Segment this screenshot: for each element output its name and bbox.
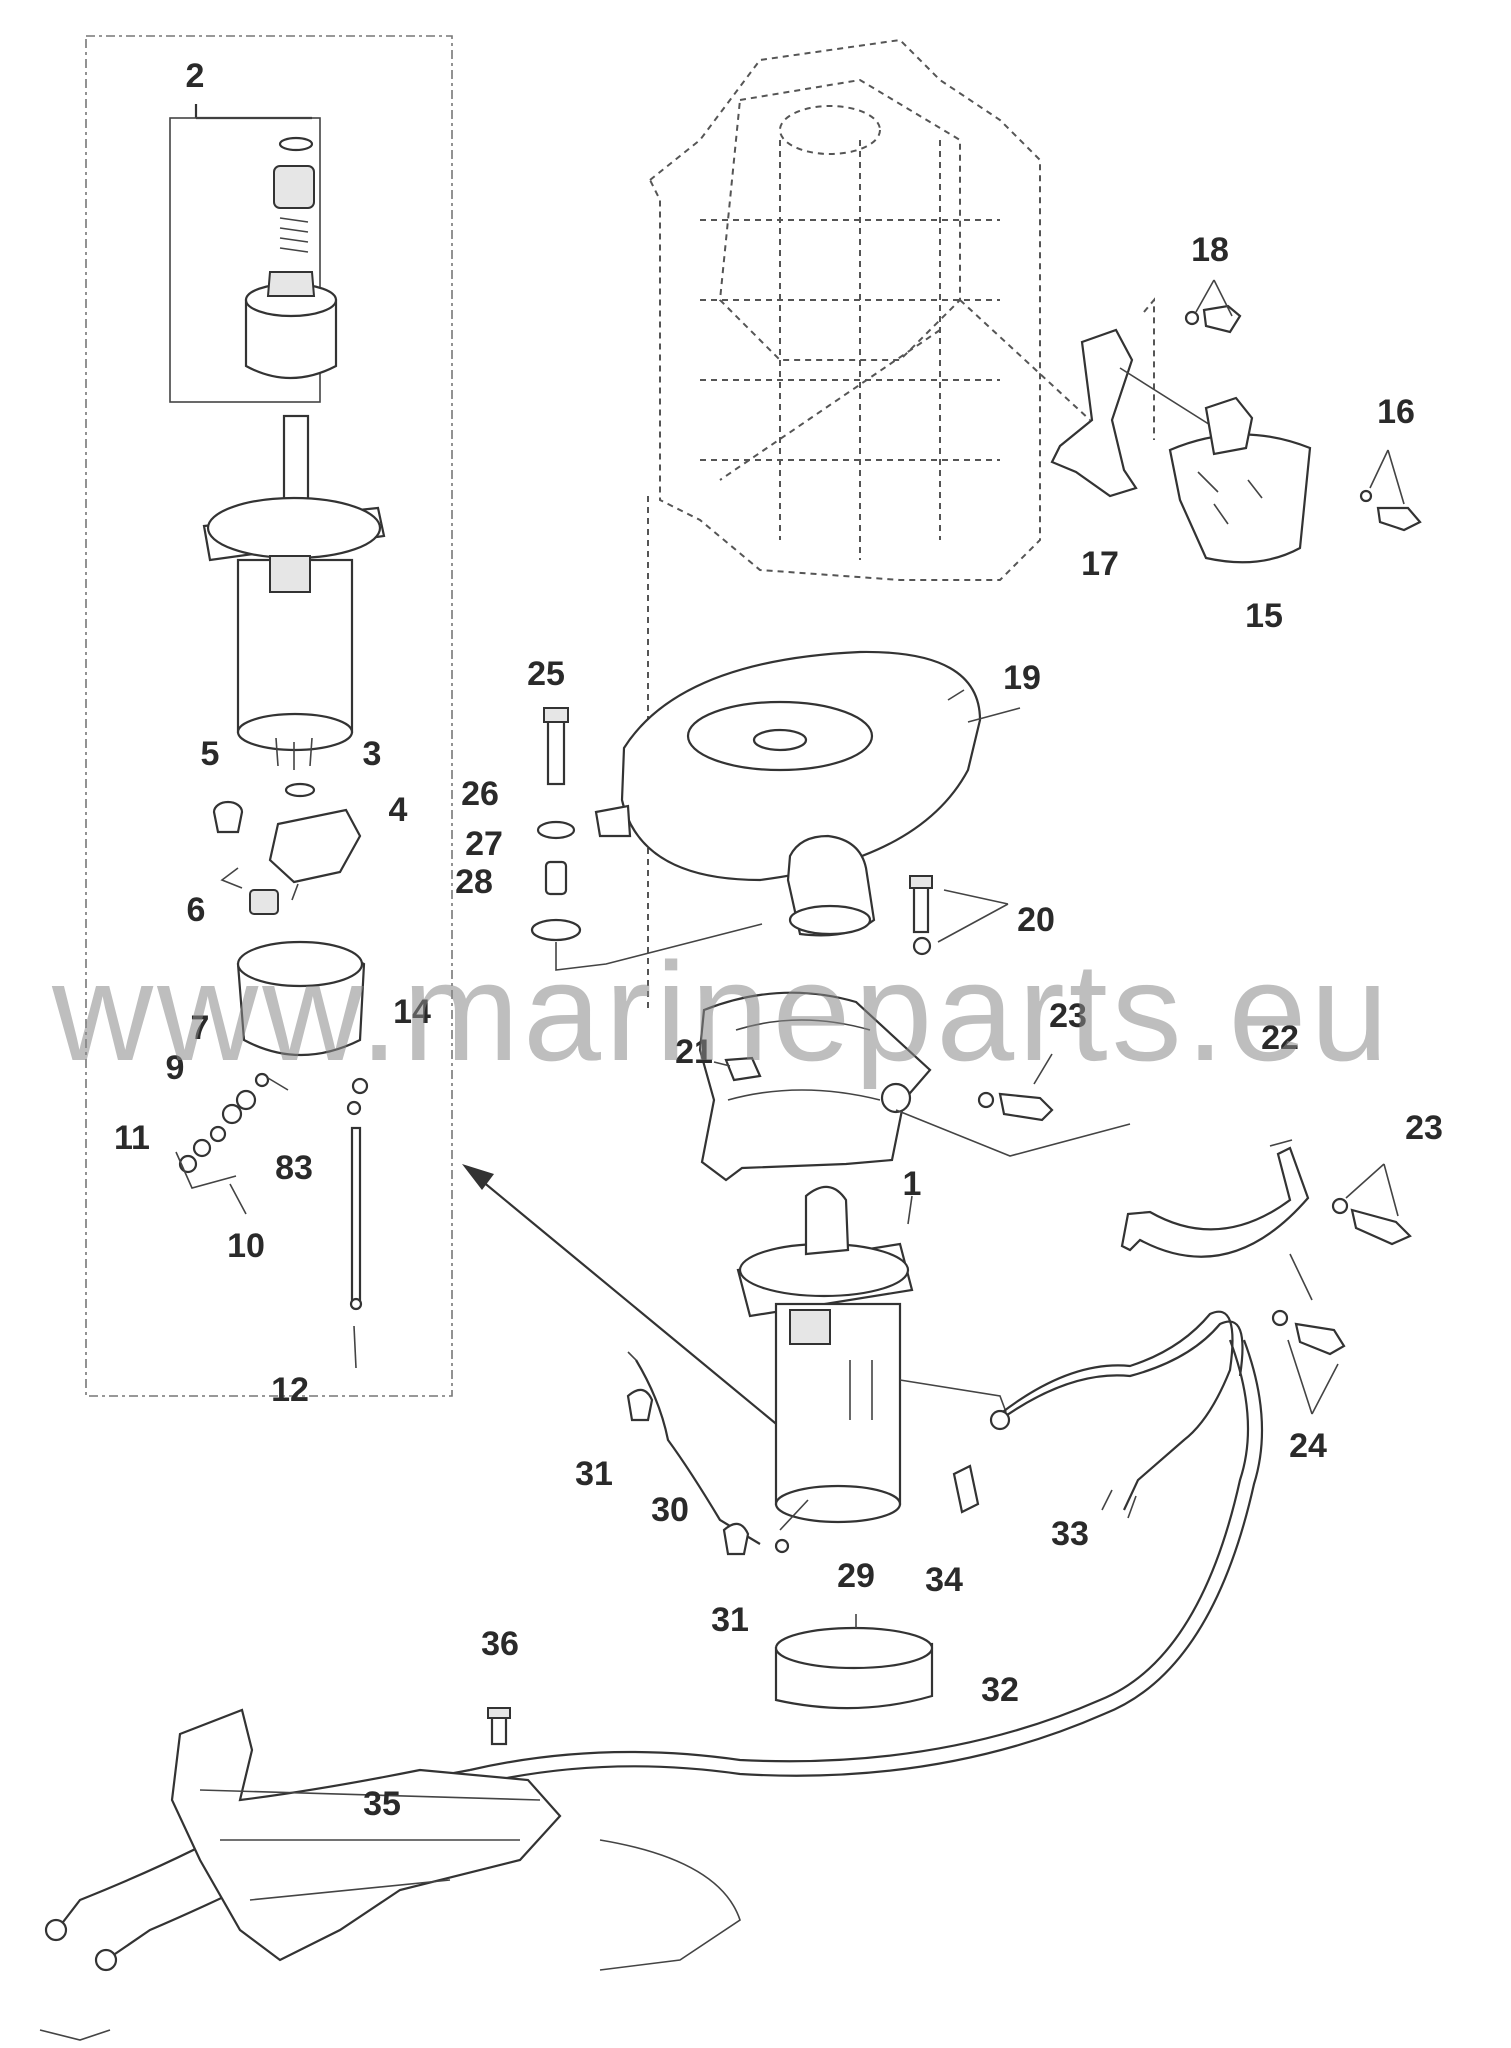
starter-strap [1120, 1139, 1412, 1301]
callout-17: 17 [1081, 545, 1119, 583]
flywheel-cover [594, 650, 1021, 937]
callout-7: 7 [191, 1009, 210, 1047]
bolt-36 [487, 1707, 511, 1746]
callout-15: 15 [1245, 597, 1283, 635]
callout-31: 31 [575, 1455, 613, 1493]
callout-30: 30 [651, 1491, 689, 1529]
callout-33: 33 [1051, 1515, 1089, 1553]
callout-6: 6 [187, 891, 206, 929]
starter-motor [736, 1185, 1007, 1524]
callout-12: 12 [271, 1371, 309, 1409]
callout-19: 19 [1003, 659, 1041, 697]
drive-assembly [244, 136, 338, 380]
mounting-hardware-stack [530, 707, 763, 971]
callout-18: 18 [1191, 231, 1229, 269]
callout-22: 22 [1261, 1019, 1299, 1057]
callout-14: 14 [393, 993, 431, 1031]
callout-3: 3 [363, 735, 382, 773]
callout-83: 83 [275, 1149, 313, 1187]
reference-arrow [462, 1164, 787, 1433]
callout-25: 25 [527, 655, 565, 693]
callout-1: 1 [903, 1165, 922, 1203]
callout-34: 34 [925, 1561, 963, 1599]
callout-36: 36 [481, 1625, 519, 1663]
bolt-23-left [977, 1053, 1054, 1122]
callout-28: 28 [455, 863, 493, 901]
callout-5: 5 [201, 735, 220, 773]
callout-2: 2 [186, 57, 205, 95]
brush-plate-parts [175, 782, 369, 1369]
callout-27: 27 [465, 825, 503, 863]
callout-31: 31 [711, 1601, 749, 1639]
callout-9: 9 [166, 1049, 185, 1087]
callout-23: 23 [1405, 1109, 1443, 1147]
starter-armature-housing [202, 414, 386, 770]
callout-26: 26 [461, 775, 499, 813]
lower-adapter-plate [39, 1708, 741, 2041]
watermark-text: www.marineparts.eu [51, 933, 1392, 1090]
callout-16: 16 [1377, 393, 1415, 431]
starter-detail-panel [85, 35, 453, 1397]
solenoid-bracket [1050, 279, 1422, 564]
starter-ring [774, 1614, 934, 1710]
starter-mount-bracket [698, 991, 1131, 1182]
callout-11: 11 [114, 1119, 150, 1157]
callout-20: 20 [1017, 901, 1055, 939]
callout-29: 29 [837, 1557, 875, 1595]
callout-32: 32 [981, 1671, 1019, 1709]
bolts-20 [909, 875, 1009, 956]
callout-10: 10 [227, 1227, 265, 1265]
callout-21: 21 [675, 1033, 713, 1071]
callout-4: 4 [389, 791, 408, 829]
callout-23: 23 [1049, 997, 1087, 1035]
callout-24: 24 [1289, 1427, 1327, 1465]
callout-35: 35 [363, 1785, 401, 1823]
bolt-24 [1271, 1309, 1346, 1415]
